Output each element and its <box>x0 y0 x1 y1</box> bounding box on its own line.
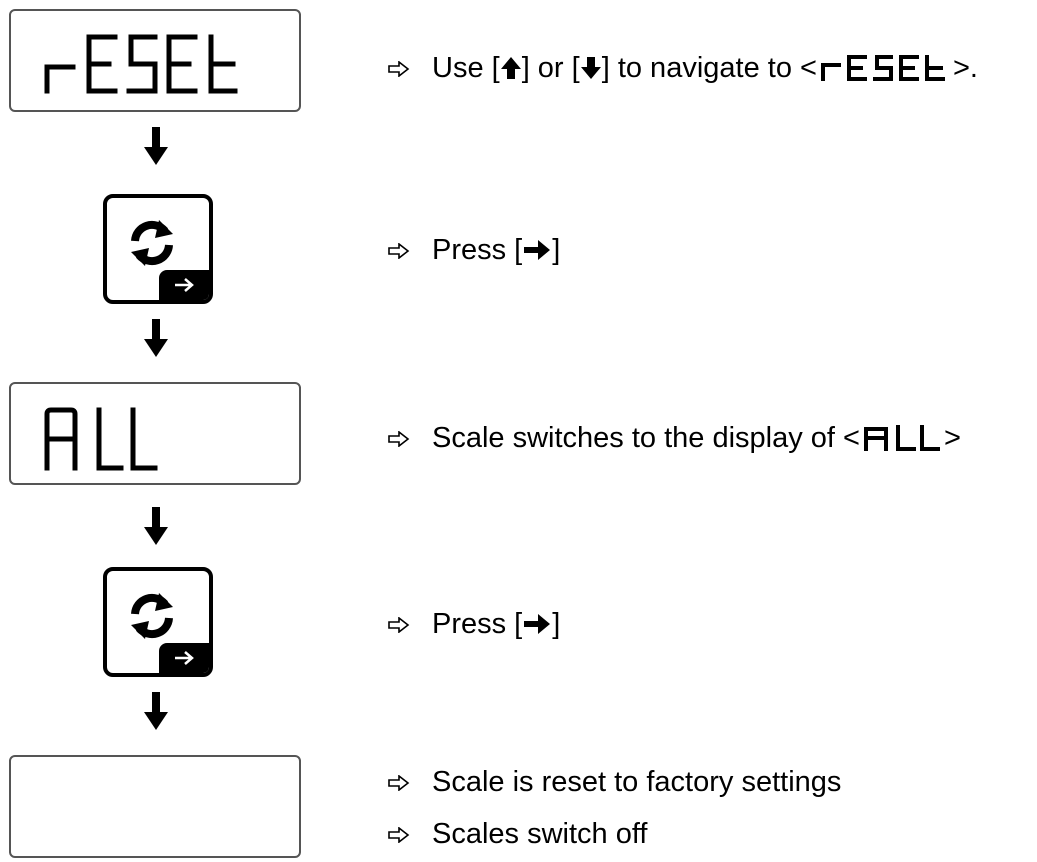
up-arrow-icon <box>500 57 521 79</box>
cycle-enter-key[interactable] <box>103 567 213 677</box>
step-text: Scales switch off <box>432 818 648 850</box>
down-arrow-icon <box>144 319 168 357</box>
step-press-1: Press [ ] <box>388 233 560 267</box>
bold-right-arrow-icon <box>524 240 551 260</box>
step-text: > <box>943 422 961 454</box>
cycle-icon <box>131 593 173 639</box>
step-text: Use [ <box>432 52 500 84</box>
step-reset-factory: Scale is reset to factory settings <box>388 765 841 799</box>
lcd-display-blank <box>9 755 301 858</box>
segment-code-reset <box>820 55 945 81</box>
step-navigate: Use [ ] or [ ] to navigate to < >. <box>388 51 978 85</box>
outline-right-arrow-icon <box>388 431 410 447</box>
outline-right-arrow-icon <box>388 775 410 791</box>
cycle-icon <box>131 220 173 266</box>
step-switch-off: Scales switch off <box>388 817 647 851</box>
step-text: ] to navigate to < <box>601 52 817 84</box>
outline-right-arrow-icon <box>388 243 410 259</box>
outline-right-arrow-icon <box>388 617 410 633</box>
segment-text-reset <box>44 34 238 94</box>
segment-code-all <box>863 425 940 451</box>
segment-text-all <box>44 407 158 471</box>
lcd-display-reset <box>9 9 301 112</box>
step-press-2: Press [ ] <box>388 607 560 641</box>
right-arrow-icon <box>175 651 194 665</box>
key-corner <box>159 270 209 300</box>
step-text: Press [ <box>432 234 523 266</box>
down-arrow-icon <box>144 127 168 165</box>
cycle-enter-key[interactable] <box>103 194 213 304</box>
step-text: Scale is reset to factory settings <box>432 766 842 798</box>
key-corner <box>159 643 209 673</box>
lcd-display-all <box>9 382 301 485</box>
outline-right-arrow-icon <box>388 827 410 843</box>
step-text: Scale switches to the display of < <box>432 422 860 454</box>
step-text: ] or [ <box>521 52 580 84</box>
right-arrow-icon <box>175 278 194 292</box>
step-text: ] <box>552 608 561 640</box>
step-text: ] <box>552 234 561 266</box>
down-arrow-icon <box>144 692 168 730</box>
bold-right-arrow-icon <box>524 614 551 634</box>
down-arrow-icon <box>580 57 601 79</box>
down-arrow-icon <box>144 507 168 545</box>
step-text: >. <box>952 52 978 84</box>
step-text: Press [ <box>432 608 523 640</box>
outline-right-arrow-icon <box>388 61 410 77</box>
step-switch-all: Scale switches to the display of < > <box>388 421 961 455</box>
